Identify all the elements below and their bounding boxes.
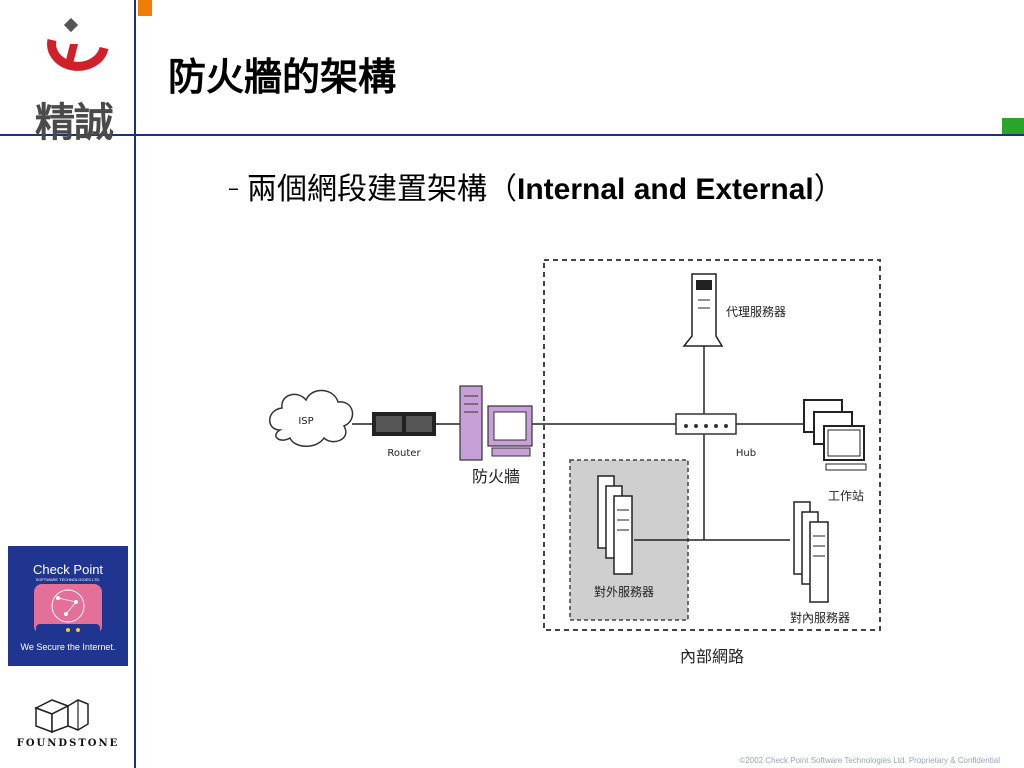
internal-network-boundary: [543, 259, 881, 631]
proxy-server-label: 代理服務器: [726, 305, 786, 319]
workstation-icon: [803, 399, 867, 471]
router-label: Router: [387, 448, 421, 459]
green-accent: [1002, 118, 1024, 134]
left-sidebar: [0, 0, 136, 768]
firewall-label: 防火牆: [472, 467, 520, 486]
internal-server-label: 對內服務器: [790, 611, 850, 625]
foundstone-logo: FOUNDSTONE: [8, 690, 128, 756]
header-divider: [0, 134, 1024, 136]
bullet-item: –兩個網段建置架構（Internal and External）: [228, 164, 844, 208]
foundstone-blocks-icon: [34, 699, 89, 734]
checkpoint-globe-icon: [34, 584, 102, 636]
checkpoint-logo: Check Point SOFTWARE TECHNOLOGIES LTD. W…: [8, 546, 128, 666]
orange-accent: [138, 0, 152, 16]
checkpoint-logo-name: Check Point: [32, 562, 104, 577]
footer-copyright: ©2002 Check Point Software Technologies …: [739, 756, 1000, 765]
bullet-text: 兩個網段建置架構（: [247, 172, 517, 207]
bullet-latin-text: Internal and External: [517, 173, 814, 206]
company-logo-mark-icon: [47, 17, 109, 71]
checkpoint-logo-subtitle: SOFTWARE TECHNOLOGIES LTD.: [35, 577, 101, 582]
hub-icon: [675, 413, 737, 435]
checkpoint-logo-tagline: We Secure the Internet.: [20, 642, 116, 652]
isp-label: ISP: [298, 416, 313, 427]
company-logo: 精誠: [22, 17, 126, 146]
hub-label: Hub: [736, 448, 756, 459]
router-icon: [372, 412, 436, 436]
internal-server-icon: [793, 501, 829, 603]
bullet-close: ）: [813, 172, 844, 207]
network-diagram: ISP Router 防火牆 Hub 代理服務器: [269, 259, 881, 666]
proxy-server-icon: [682, 273, 724, 347]
bullet-dash: –: [228, 176, 239, 201]
workstation-label: 工作站: [828, 489, 864, 503]
internal-network-label: 內部網路: [680, 647, 744, 666]
isp-cloud-icon: [269, 389, 354, 447]
slide-title: 防火牆的架構: [168, 54, 397, 99]
foundstone-logo-name: FOUNDSTONE: [16, 738, 120, 749]
company-logo-text: 精誠: [35, 100, 114, 146]
external-server-label: 對外服務器: [594, 585, 654, 599]
firewall-computer-icon: [459, 385, 533, 461]
external-server-icon: [597, 475, 633, 575]
